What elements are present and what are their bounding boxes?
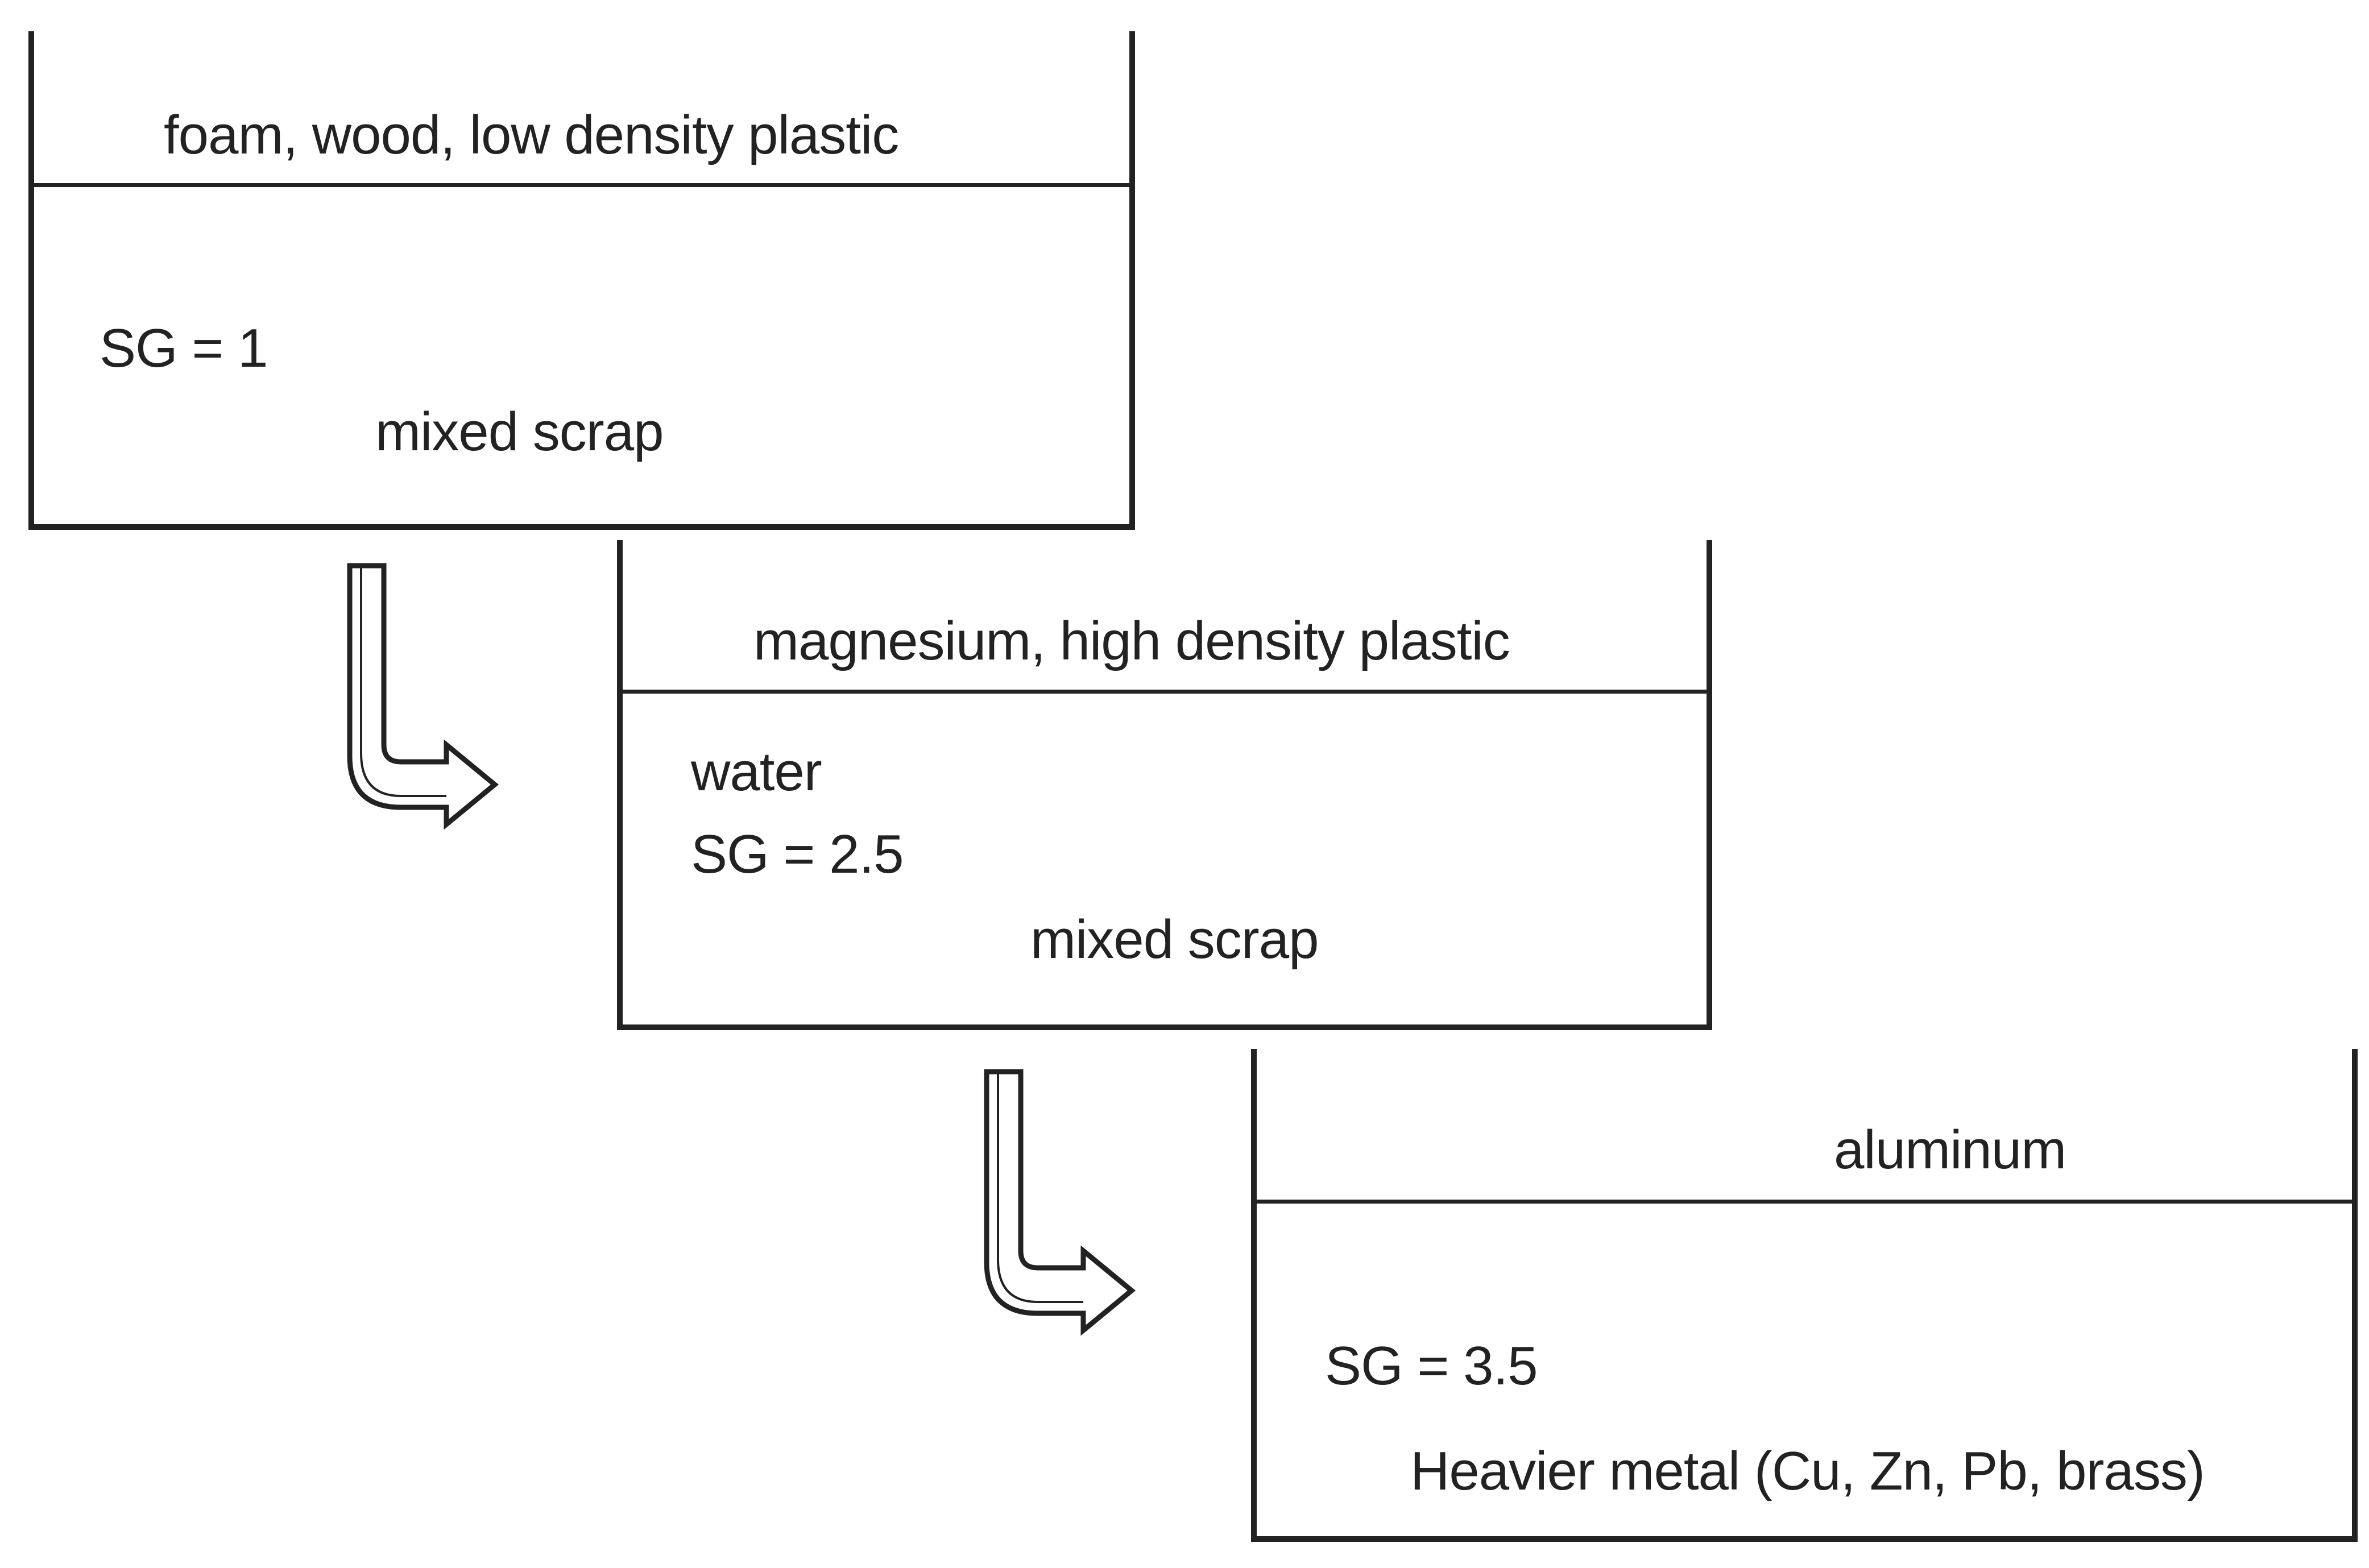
tank-2-fluid-label: water	[691, 741, 822, 802]
tank-3-float-label: aluminum	[1834, 1119, 2066, 1180]
tank-1-float-label: foam, wood, low density plastic	[164, 105, 899, 165]
tank-2	[617, 540, 1712, 1030]
tank-3	[1251, 1049, 2358, 1542]
tank-1	[28, 31, 1135, 530]
tank-1-feed-label: mixed scrap	[375, 401, 664, 462]
tank-1-sg-label: SG = 1	[100, 318, 268, 379]
tank-3-feed-label: Heavier metal (Cu, Zn, Pb, brass)	[1410, 1441, 2205, 1501]
tank-3-liquid-surface	[1257, 1200, 2352, 1204]
tank-1-liquid-surface	[34, 183, 1129, 187]
tank-2-sg-label: SG = 2.5	[691, 824, 904, 885]
arrow-1-icon	[347, 563, 499, 830]
tank-3-sg-label: SG = 3.5	[1325, 1335, 1538, 1396]
arrow-2-icon	[984, 1069, 1136, 1336]
tank-2-float-label: magnesium, high density plastic	[753, 611, 1510, 671]
tank-2-liquid-surface	[623, 690, 1707, 694]
tank-2-feed-label: mixed scrap	[1030, 909, 1319, 970]
